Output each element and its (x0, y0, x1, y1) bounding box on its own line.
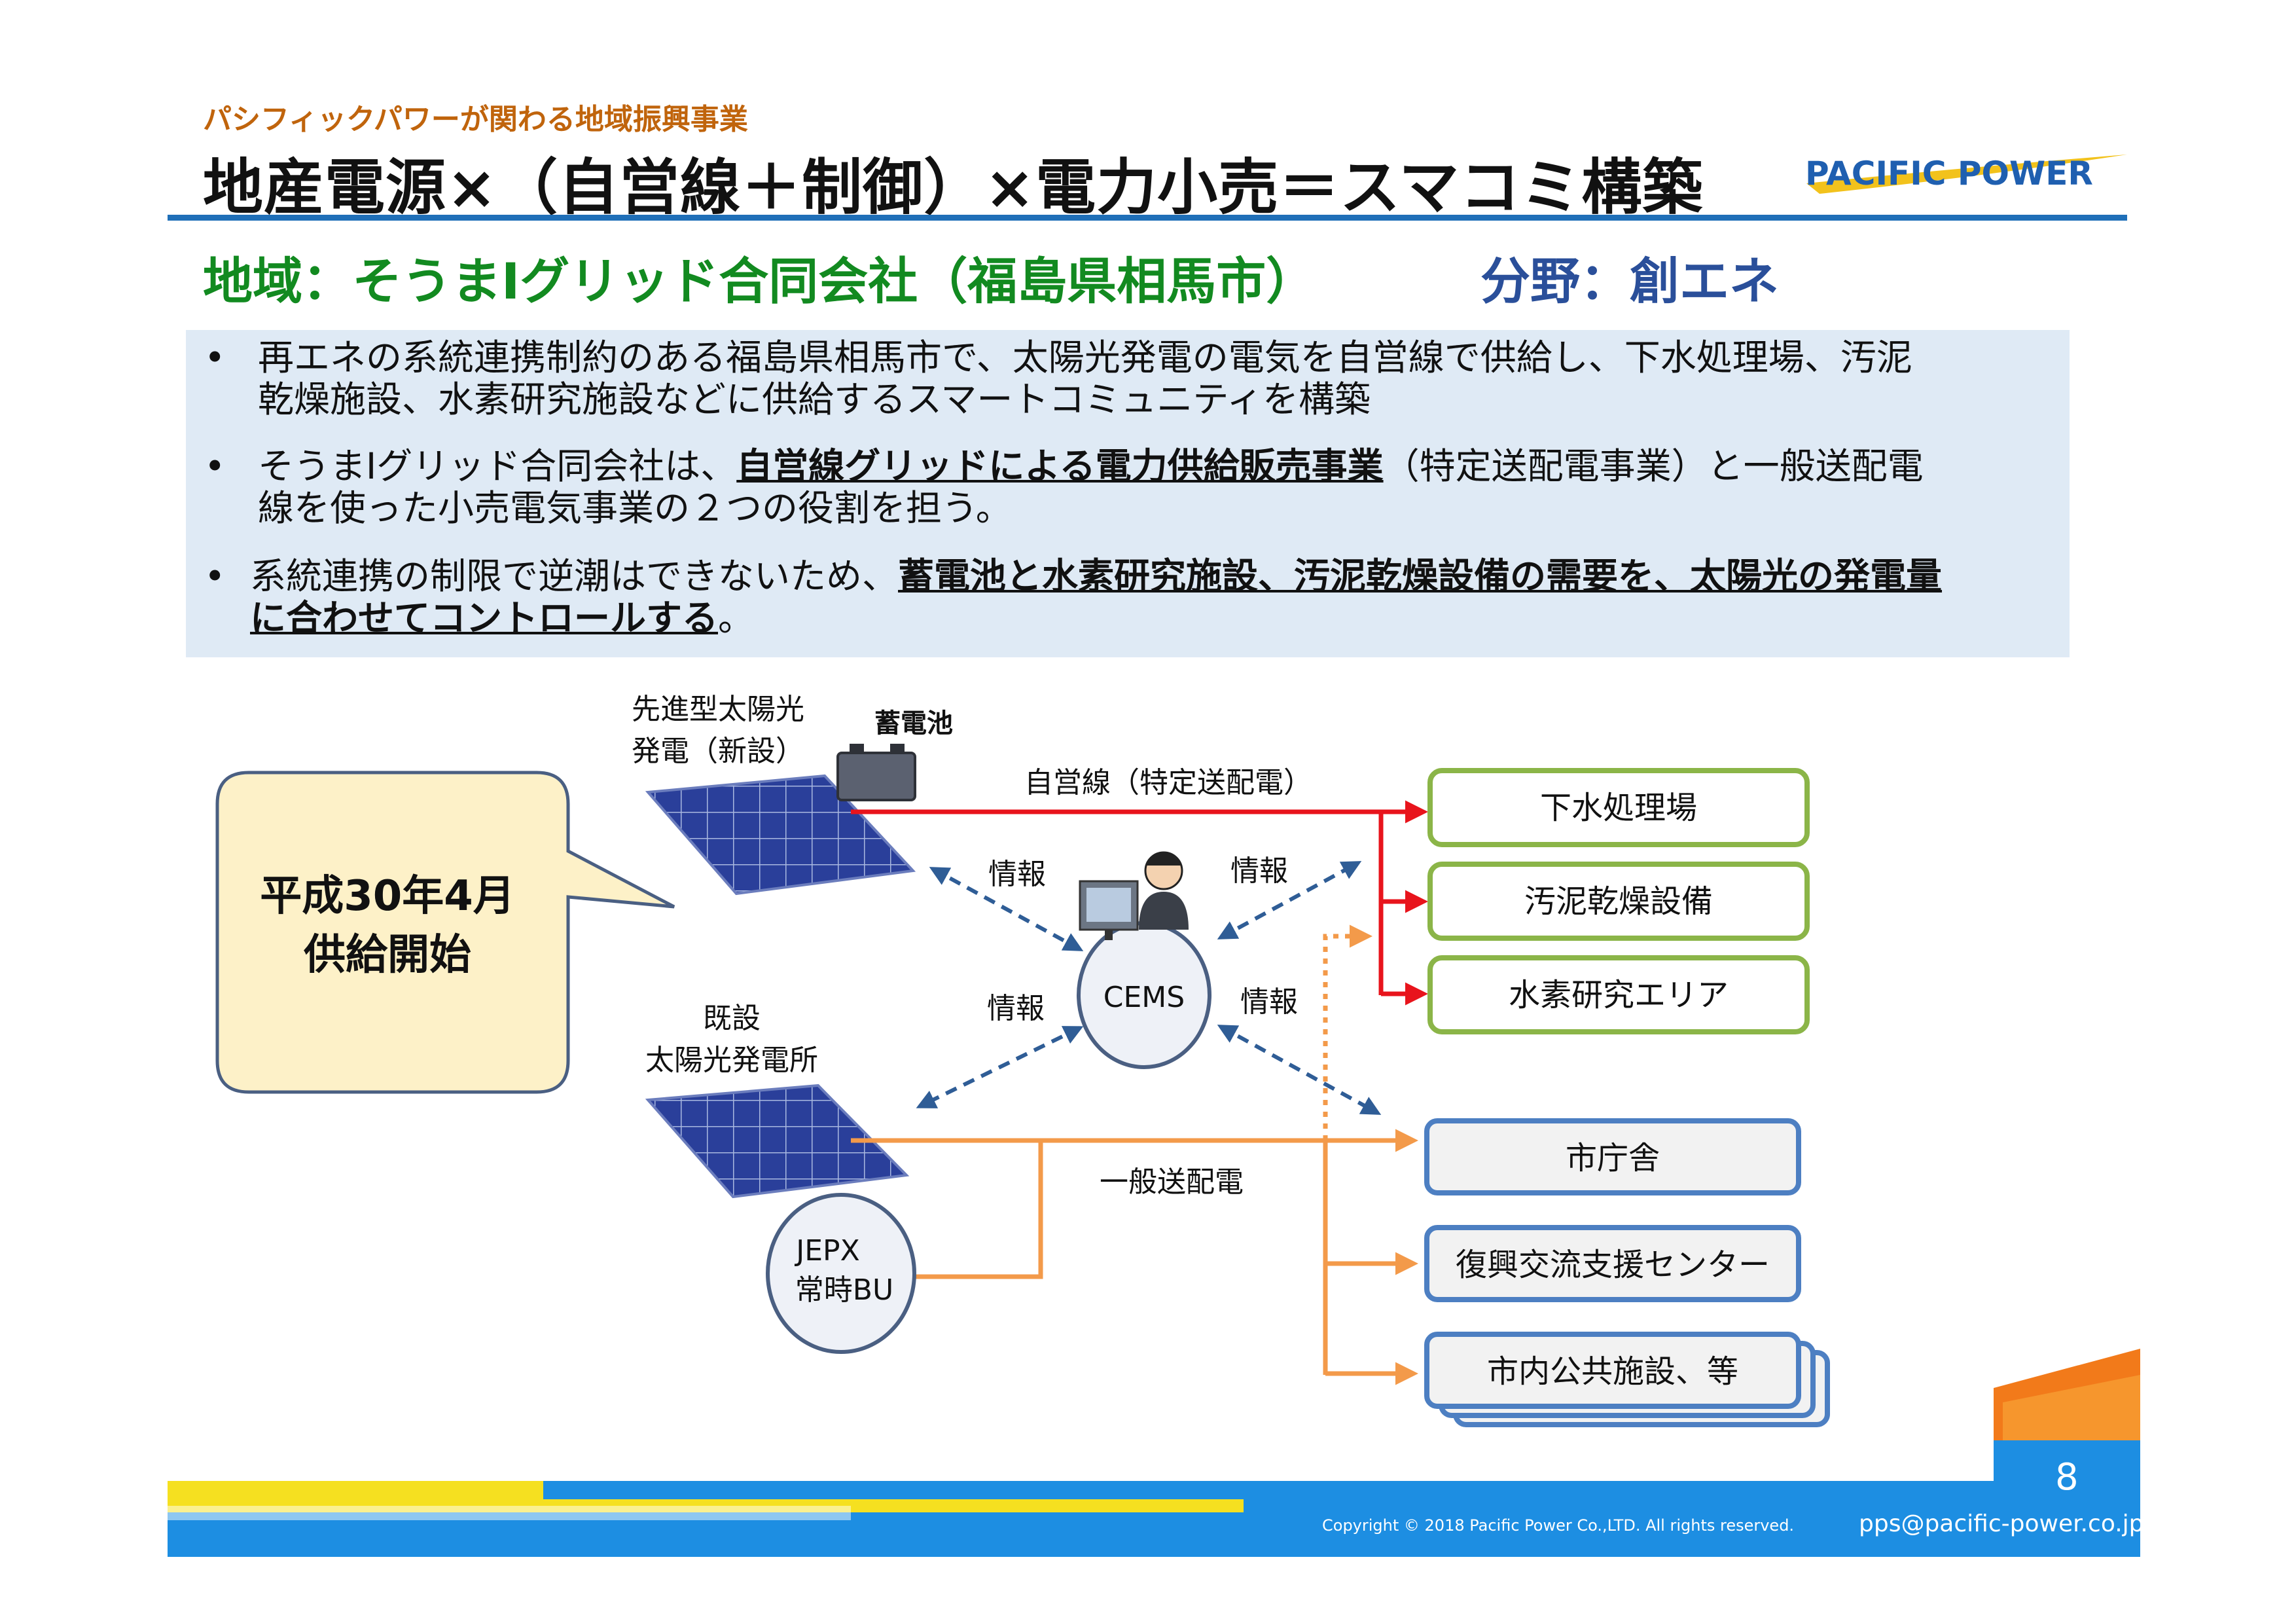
summary-box: • 再エネの系統連携制約のある福島県相馬市で、太陽光発電の電気を自営線で供給し、… (186, 330, 2070, 657)
bullet-2-bold: 自営線グリッドによる電力供給販売事業 (736, 445, 1384, 487)
contact-email: pps@pacific-power.co.jp (1859, 1510, 2144, 1537)
operator-computer-icon (1079, 851, 1189, 940)
bullet-2-pre: そうまIグリッド合同会社は、 (258, 445, 737, 487)
bullet-1-line-1: 再エネの系統連携制約のある福島県相馬市で、太陽光発電の電気を自営線で供給し、下水… (258, 337, 1912, 378)
bullet-3-bold-2: に合わせてコントロールする (250, 597, 719, 639)
private-consumer-box: 下水処理場 (1427, 768, 1810, 847)
title-rule (168, 215, 2127, 221)
private-consumer-box: 水素研究エリア (1427, 955, 1810, 1034)
bullet-1-line-2: 乾燥施設、水素研究施設などに供給するスマートコミュニティを構築 (258, 378, 1371, 420)
info-arrow (1217, 1025, 1382, 1115)
page-number: 8 (2055, 1456, 2079, 1499)
general-consumer-box-stack: 市内公共施設、等 (1424, 1332, 1830, 1427)
cems-node: CEMS (1077, 921, 1211, 1069)
battery-icon (836, 744, 916, 801)
page-title: 地産電源×（自営線＋制御）×電力小売＝スマコミ構築 (203, 153, 1704, 223)
pacific-power-logo: PACIFIC POWER (1805, 155, 2127, 194)
bullet-marker: • (204, 555, 226, 597)
logo-text: PACIFIC POWER (1805, 155, 2093, 192)
bullet-marker: • (204, 445, 226, 487)
general-consumer-box: 市庁舎 (1424, 1118, 1801, 1195)
bullet-3-post: 。 (718, 597, 755, 639)
battery-label: 蓄電池 (874, 708, 953, 739)
copyright: Copyright © 2018 Pacific Power Co.,LTD. … (1322, 1516, 1795, 1535)
consumer-label: 汚泥乾燥設備 (1524, 883, 1713, 920)
solar-panel-icon (645, 1084, 910, 1199)
general-line-label: 一般送配電 (1100, 1165, 1244, 1199)
consumer-label: 市内公共施設、等 (1487, 1353, 1738, 1390)
existing-solar-label-2: 太陽光発電所 (645, 1044, 818, 1077)
footer-band (168, 1349, 2140, 1557)
info-label: 情報 (987, 992, 1045, 1025)
region-heading: 地域：そうまIグリッド合同会社（福島県相馬市） (203, 252, 1316, 310)
new-solar-label-1: 先進型太陽光 (632, 693, 804, 726)
existing-solar-label-1: 既設 (703, 1002, 761, 1035)
callout-line-2: 供給開始 (304, 931, 471, 979)
solar-panel-icon (645, 774, 916, 896)
info-label: 情報 (988, 858, 1046, 891)
bullet-2-post: （特定送配電事業）と一般送配電 (1383, 445, 1924, 487)
private-consumer-box: 汚泥乾燥設備 (1427, 862, 1810, 941)
info-arrow (916, 1026, 1084, 1108)
jepx-label-1: JEPX (794, 1234, 859, 1267)
jepx-node: JEPX 常時BU (766, 1193, 916, 1354)
cems-label: CEMS (1103, 981, 1185, 1014)
bullet-3-pre: 系統連携の制限で逆潮はできないため、 (250, 555, 899, 597)
supertitle: パシフィックパワーが関わる地域振興事業 (203, 103, 748, 136)
standby-connection (1323, 924, 1372, 1140)
info-label: 情報 (1240, 985, 1298, 1019)
consumer-label: 市庁舎 (1566, 1140, 1660, 1176)
consumer-label: 下水処理場 (1540, 790, 1697, 826)
info-label: 情報 (1230, 854, 1288, 888)
callout-line-1: 平成30年4月 (260, 872, 515, 921)
new-solar-label-2: 発電（新設） (632, 735, 804, 768)
field-heading: 分野：創エネ (1480, 252, 1779, 310)
private-line-label: 自営線（特定送配電） (1024, 766, 1312, 799)
jepx-connection (913, 1140, 1043, 1279)
logo-swoosh-icon (1806, 155, 2127, 194)
info-arrow (1217, 861, 1362, 939)
bullet-marker: • (204, 337, 226, 378)
jepx-label-2: 常時BU (795, 1273, 893, 1307)
consumer-label: 復興交流支援センター (1456, 1247, 1770, 1283)
start-date-callout: 平成30年4月 供給開始 (215, 771, 675, 1094)
bullet-3-bold-1: 蓄電池と水素研究施設、汚泥乾燥設備の需要を、太陽光の発電量 (898, 555, 1943, 597)
info-arrow (929, 867, 1084, 951)
consumer-label: 水素研究エリア (1509, 977, 1729, 1013)
general-consumer-box: 復興交流支援センター (1424, 1225, 1801, 1302)
bullet-2-line-2: 線を使った小売電気事業の２つの役割を担う。 (258, 487, 1012, 529)
